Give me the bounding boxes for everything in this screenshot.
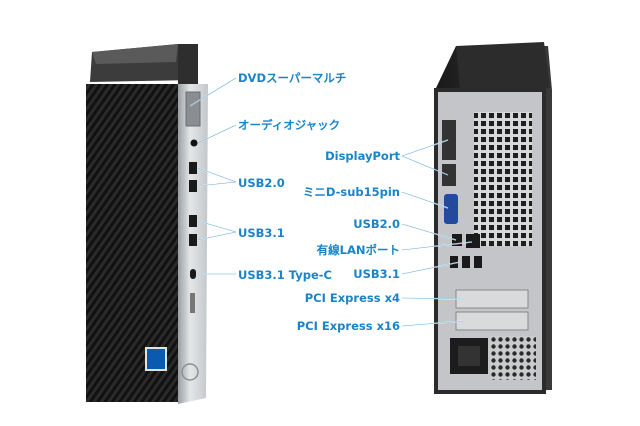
label-pcie-x4: PCI Express x4: [304, 291, 400, 305]
label-lan-port: 有線LANポート: [316, 243, 400, 257]
label-front-usb31: USB3.1: [238, 226, 285, 240]
label-audio-jack: オーディオジャック: [238, 118, 341, 132]
front-tower: [86, 44, 208, 404]
label-rear-usb20: USB2.0: [353, 217, 400, 231]
label-front-usb20: USB2.0: [238, 176, 285, 190]
rear-tower: [434, 42, 552, 394]
leader-lines: [189, 77, 473, 327]
label-rear-usb31: USB3.1: [353, 267, 400, 281]
label-displayport: DisplayPort: [325, 149, 400, 163]
label-pcie-x16: PCI Express x16: [296, 319, 400, 333]
label-mini-dsub: ミニD-sub15pin: [302, 185, 400, 199]
label-dvd-drive: DVDスーパーマルチ: [238, 71, 347, 85]
label-usb-type-c: USB3.1 Type-C: [238, 268, 332, 282]
